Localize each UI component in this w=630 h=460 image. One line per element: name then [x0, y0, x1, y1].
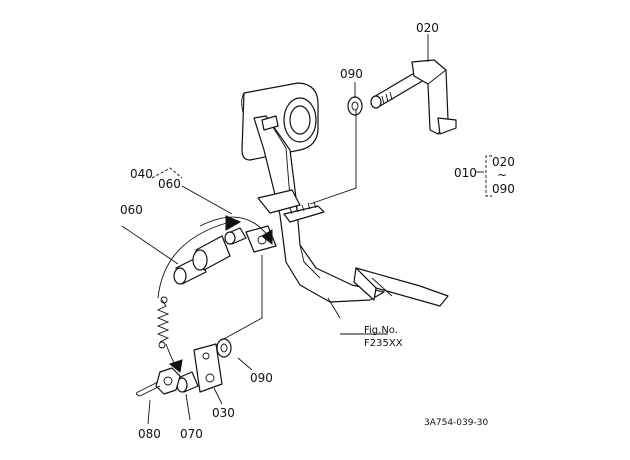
- callout-labels: 020 090 040 060 060 010 020 ~ 090 Fig.No…: [120, 21, 515, 441]
- label-range-to: 090: [492, 182, 515, 196]
- shaft-020: [370, 59, 457, 135]
- washer-090-top: [347, 96, 363, 116]
- label-range-tilde: ~: [497, 168, 507, 182]
- drawing-code: 3A754-039-30: [424, 418, 488, 428]
- bushing-set-040: [173, 227, 247, 285]
- pedal-assembly: [241, 82, 449, 307]
- label-090-bottom: 090: [250, 371, 273, 385]
- return-spring: [156, 296, 170, 349]
- fig-no-value: F235XX: [364, 338, 403, 349]
- fig-no-label: Fig.No.: [364, 325, 398, 336]
- label-010: 010: [454, 166, 477, 180]
- label-040: 040: [130, 167, 153, 181]
- label-030: 030: [212, 406, 235, 420]
- lower-hardware: [135, 338, 232, 397]
- label-060-a: 060: [158, 177, 181, 191]
- assembly-arrows: [157, 215, 273, 373]
- leader-lines: [121, 34, 492, 425]
- label-range-from: 020: [492, 155, 515, 169]
- label-090-top: 090: [340, 67, 363, 81]
- label-080: 080: [138, 427, 161, 441]
- label-070: 070: [180, 427, 203, 441]
- label-060-b: 060: [120, 203, 143, 217]
- label-020: 020: [416, 21, 439, 35]
